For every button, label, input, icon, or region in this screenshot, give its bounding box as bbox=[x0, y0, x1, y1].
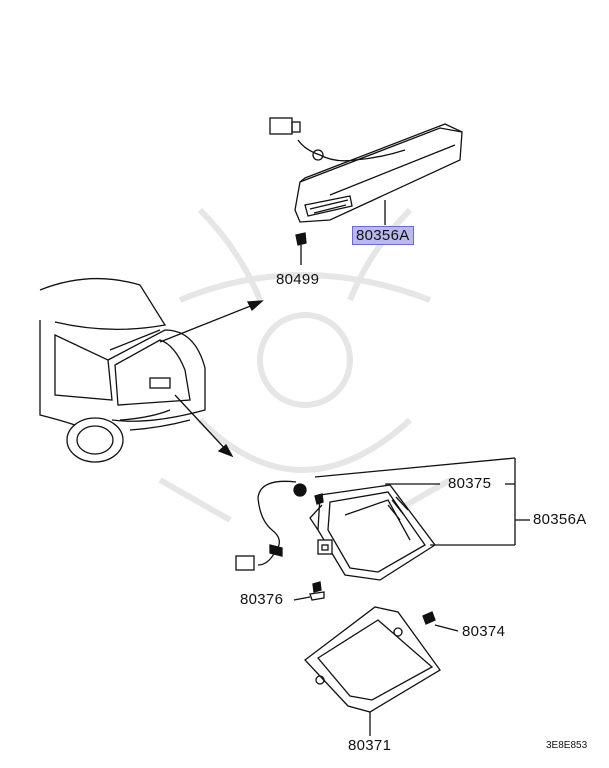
label-socket: 80375 bbox=[448, 475, 492, 492]
diagram-code: 3E8E853 bbox=[546, 740, 588, 751]
screw-80499 bbox=[295, 232, 307, 265]
bracket-leaders bbox=[314, 457, 530, 546]
upper-lamp-part bbox=[269, 117, 463, 223]
watermark-emblem bbox=[158, 207, 452, 523]
label-harness: 80376 bbox=[240, 591, 284, 608]
screw-80376 bbox=[293, 581, 325, 601]
cover-80371 bbox=[304, 606, 441, 736]
vehicle-outline bbox=[39, 277, 206, 463]
arrow-to-upper bbox=[159, 300, 264, 343]
label-bolt: 80374 bbox=[462, 623, 506, 640]
arrow-to-lower bbox=[174, 394, 234, 458]
label-upper-lamp: 80356A bbox=[352, 226, 414, 245]
label-cover: 80371 bbox=[348, 737, 392, 754]
bolt-80374 bbox=[422, 611, 459, 632]
label-screw-80499: 80499 bbox=[276, 271, 320, 288]
label-lower-lamp-assembly: 80356A bbox=[533, 511, 587, 528]
lower-lamp-assembly bbox=[235, 480, 436, 581]
